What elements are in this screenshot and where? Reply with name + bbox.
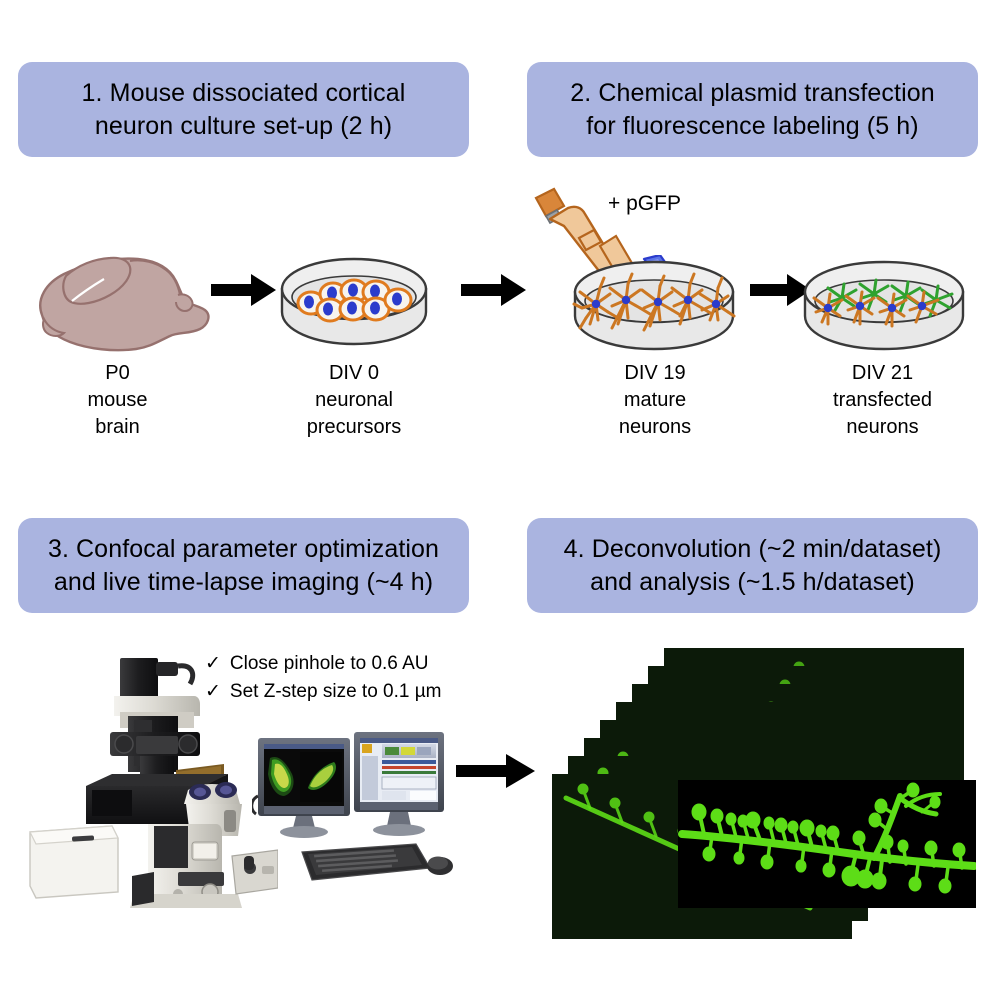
caption-div0-precursors: DIV 0 neuronal precursors bbox=[276, 360, 432, 441]
pgfp-label: + pGFP bbox=[608, 192, 681, 215]
caption-div0-line1: DIV 0 bbox=[328, 362, 380, 384]
neuron-nuclei bbox=[823, 301, 927, 313]
imaging-settings-checklist: ✓ Close pinhole to 0.6 AU ✓ Set Z-step s… bbox=[205, 650, 442, 705]
confocal-microscope-photo bbox=[29, 658, 278, 908]
panel-2-header-line2: for fluorescence labeling (5 h) bbox=[586, 111, 919, 140]
caption-div21-transfected-neurons: DIV 21 transfected neurons bbox=[805, 360, 960, 441]
panel-2-header-line1: 2. Chemical plasmid transfection bbox=[570, 79, 935, 107]
panel-3-header-line1: 3. Confocal parameter optimization bbox=[47, 535, 440, 563]
keyboard-and-mouse bbox=[301, 843, 453, 881]
mouse-brain-illustration bbox=[39, 256, 210, 352]
panel-4-header-line2: and analysis (~1.5 h/dataset) bbox=[590, 567, 915, 596]
workstation-monitors bbox=[252, 732, 444, 838]
div19-petri-dish bbox=[572, 260, 736, 351]
caption-div0-line3: precursors bbox=[306, 416, 402, 438]
panel-1-header-line1: 1. Mouse dissociated cortical bbox=[81, 79, 406, 107]
panel-4-header: 4. Deconvolution (~2 min/dataset) and an… bbox=[527, 518, 978, 613]
mature-neurons bbox=[572, 272, 736, 332]
div0-petri-dish bbox=[280, 257, 428, 346]
untransfected-neurons-orange bbox=[812, 290, 940, 328]
caption-div19-line3: neurons bbox=[618, 416, 692, 438]
check-icon: ✓ bbox=[205, 680, 221, 702]
checklist-item-label: Set Z-step size to 0.1 µm bbox=[229, 680, 442, 702]
deconvolved-dendrite-image bbox=[678, 780, 976, 908]
panel-1-header: 1. Mouse dissociated cortical neuron cul… bbox=[18, 62, 469, 157]
caption-div19-line2: mature bbox=[623, 389, 687, 411]
panel-4-header-line1: 4. Deconvolution (~2 min/dataset) bbox=[563, 535, 942, 563]
arrow-div0-to-panel2 bbox=[461, 274, 526, 306]
caption-div19-line1: DIV 19 bbox=[624, 362, 686, 384]
caption-div21-line3: neurons bbox=[846, 416, 919, 438]
z-stack-dataset bbox=[552, 648, 982, 939]
transfected-neurons-green bbox=[826, 278, 954, 318]
caption-p0-mouse-brain: P0 mouse brain bbox=[45, 360, 190, 441]
checklist-item: ✓ Close pinhole to 0.6 AU bbox=[205, 650, 442, 678]
caption-div21-line1: DIV 21 bbox=[851, 362, 914, 384]
arrow-div19-to-div21 bbox=[750, 274, 811, 306]
panel-2-header: 2. Chemical plasmid transfection for flu… bbox=[527, 62, 978, 157]
checklist-item: ✓ Set Z-step size to 0.1 µm bbox=[205, 678, 442, 706]
neuron-nuclei bbox=[591, 295, 721, 309]
div21-petri-dish bbox=[803, 260, 965, 351]
panel-3-header-line2: and live time-lapse imaging (~4 h) bbox=[53, 567, 434, 596]
caption-p0-line2: mouse bbox=[87, 389, 148, 411]
caption-p0-line1: P0 bbox=[105, 362, 130, 384]
caption-p0-line3: brain bbox=[95, 416, 140, 438]
caption-div21-line2: transfected bbox=[833, 389, 932, 411]
panel-1-header-line2: neuron culture set-up (2 h) bbox=[94, 111, 393, 140]
caption-div19-mature-neurons: DIV 19 mature neurons bbox=[580, 360, 730, 441]
precursor-cells bbox=[296, 278, 413, 323]
panel-3-header: 3. Confocal parameter optimization and l… bbox=[18, 518, 469, 613]
caption-div0-line2: neuronal bbox=[315, 389, 393, 411]
arrow-brain-to-div0 bbox=[211, 274, 276, 306]
arrow-imaging-to-deconvolution bbox=[456, 754, 535, 788]
checklist-item-label: Close pinhole to 0.6 AU bbox=[229, 653, 429, 674]
check-icon: ✓ bbox=[205, 653, 221, 674]
